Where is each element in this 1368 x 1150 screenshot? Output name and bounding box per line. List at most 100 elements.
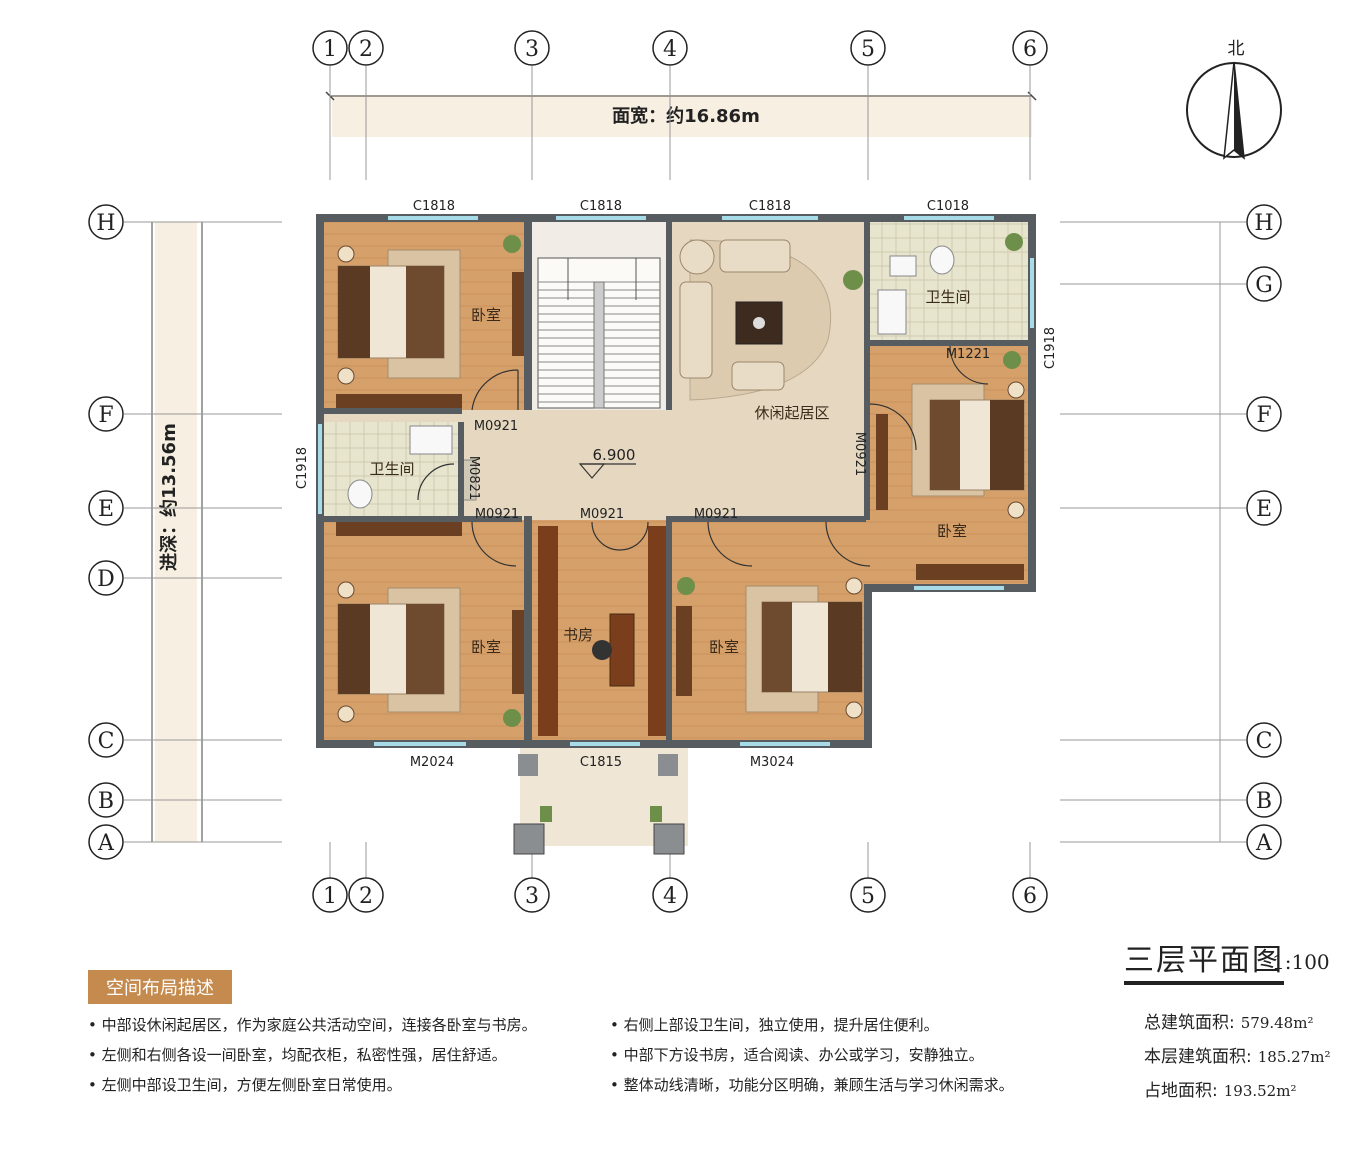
description-right-1: • 右侧上部设卫生间，独立使用，提升居住便利。 bbox=[610, 1016, 939, 1034]
label-bedroom-bottom-center: 卧室 bbox=[709, 638, 739, 656]
svg-text:H: H bbox=[96, 211, 115, 236]
svg-text:E: E bbox=[1256, 497, 1272, 522]
description-title: 空间布局描述 bbox=[88, 970, 232, 1004]
label-living: 休闲起居区 bbox=[754, 404, 829, 422]
axis-top-4: 4 bbox=[652, 30, 688, 66]
label-bedroom-right: 卧室 bbox=[937, 522, 967, 540]
bath-left-fixtures bbox=[347, 425, 477, 509]
width-label: 面宽：约16.86m bbox=[612, 105, 760, 127]
axis-bottom-3: 3 bbox=[514, 877, 550, 913]
north-label: 北 bbox=[1228, 39, 1245, 59]
code-c1918-left: C1918 bbox=[295, 447, 310, 489]
axis-right-H-0: H bbox=[1246, 204, 1282, 240]
axis-left-D-3: D bbox=[88, 560, 124, 596]
axis-left-H-0: H bbox=[88, 204, 124, 240]
description-left-2: • 左侧和右侧各设一间卧室，均配衣柜，私密性强，居住舒适。 bbox=[88, 1046, 507, 1064]
code-c1818-a: C1818 bbox=[413, 199, 455, 214]
axis-bottom-4: 4 bbox=[652, 877, 688, 913]
axis-top-5: 5 bbox=[850, 30, 886, 66]
axis-right-E-3: E bbox=[1246, 490, 1282, 526]
code-m0921-c: M0921 bbox=[580, 507, 624, 522]
axis-left-B-5: B bbox=[88, 782, 124, 818]
elevation-value: 6.900 bbox=[593, 446, 636, 464]
bed-bottom-left bbox=[336, 522, 526, 727]
code-m0921-d: M0921 bbox=[694, 507, 738, 522]
axis-right-A-6: A bbox=[1246, 824, 1282, 860]
svg-text:4: 4 bbox=[663, 884, 677, 909]
living-furniture bbox=[679, 239, 863, 401]
axis-left-F-1: F bbox=[88, 396, 124, 432]
stat-footprint-area: 占地面积:193.52m² bbox=[1144, 1076, 1296, 1101]
axis-top-2: 2 bbox=[348, 30, 384, 66]
description-left-3: • 左侧中部设卫生间，方便左侧卧室日常使用。 bbox=[88, 1076, 402, 1094]
svg-text:A: A bbox=[97, 831, 115, 856]
elevation-marker: 6.900 bbox=[578, 446, 636, 479]
svg-text:A: A bbox=[1255, 831, 1273, 856]
svg-text:F: F bbox=[98, 403, 113, 428]
balcony bbox=[513, 754, 685, 855]
svg-text:2: 2 bbox=[359, 37, 373, 62]
axis-right-B-5: B bbox=[1246, 782, 1282, 818]
label-bath-left: 卫生间 bbox=[369, 460, 414, 478]
stat-floor-area: 本层建筑面积:185.27m² bbox=[1144, 1042, 1330, 1067]
svg-text:1: 1 bbox=[323, 884, 337, 909]
stat-footprint-label: 占地面积: bbox=[1144, 1081, 1218, 1101]
bath-right-fixtures bbox=[877, 233, 1023, 335]
code-c1018: C1018 bbox=[927, 199, 969, 214]
label-bedroom-top-left: 卧室 bbox=[471, 306, 501, 324]
axis-top-1: 1 bbox=[312, 30, 348, 66]
plan-scale: 1:100 bbox=[1272, 950, 1330, 974]
svg-text:6: 6 bbox=[1023, 884, 1037, 909]
stat-total-label: 总建筑面积: bbox=[1144, 1013, 1235, 1033]
axis-top-3: 3 bbox=[514, 30, 550, 66]
staircase bbox=[537, 257, 661, 409]
plan-title: 三层平面图 bbox=[1124, 935, 1284, 985]
svg-text:B: B bbox=[1256, 789, 1272, 814]
svg-text:D: D bbox=[97, 567, 115, 592]
depth-label: 进深：约13.56m bbox=[158, 423, 180, 571]
svg-text:B: B bbox=[98, 789, 114, 814]
depth-dimension: 进深：约13.56m bbox=[151, 222, 203, 842]
svg-text:4: 4 bbox=[663, 37, 677, 62]
axis-left-A-6: A bbox=[88, 824, 124, 860]
svg-text:1: 1 bbox=[323, 37, 337, 62]
axis-right-F-2: F bbox=[1246, 396, 1282, 432]
bed-right bbox=[876, 351, 1025, 580]
axis-left-C-4: C bbox=[88, 722, 124, 758]
svg-text:H: H bbox=[1254, 211, 1273, 236]
svg-text:2: 2 bbox=[359, 884, 373, 909]
svg-text:5: 5 bbox=[861, 884, 875, 909]
code-m3024: M3024 bbox=[750, 755, 794, 770]
code-m1221: M1221 bbox=[946, 347, 990, 362]
svg-text:C: C bbox=[98, 729, 115, 754]
svg-text:3: 3 bbox=[525, 884, 539, 909]
stat-total-area: 总建筑面积: 579.48m² bbox=[1144, 1008, 1313, 1033]
code-c1818-b: C1818 bbox=[580, 199, 622, 214]
code-m0821: M0821 bbox=[466, 456, 481, 500]
study-furniture bbox=[538, 526, 666, 736]
layout-description: 空间布局描述 • 中部设休闲起居区，作为家庭公共活动空间，连接各卧室与书房。 •… bbox=[88, 970, 1088, 1120]
code-c1918-right: C1918 bbox=[1043, 327, 1058, 369]
svg-text:6: 6 bbox=[1023, 37, 1037, 62]
stat-floor-label: 本层建筑面积: bbox=[1144, 1047, 1252, 1067]
axis-right-G-1: G bbox=[1246, 266, 1282, 302]
label-bath-right: 卫生间 bbox=[925, 288, 970, 306]
axis-bottom-5: 5 bbox=[850, 877, 886, 913]
description-right-2: • 中部下方设书房，适合阅读、办公或学习，安静独立。 bbox=[610, 1046, 984, 1064]
windows bbox=[318, 216, 1034, 746]
axis-top-6: 6 bbox=[1012, 30, 1048, 66]
code-m0921-right: M0921 bbox=[852, 432, 867, 476]
svg-text:G: G bbox=[1255, 273, 1273, 298]
code-m2024: M2024 bbox=[410, 755, 454, 770]
svg-text:F: F bbox=[1256, 403, 1271, 428]
width-dimension: 面宽：约16.86m bbox=[325, 91, 1037, 137]
axis-bottom-6: 6 bbox=[1012, 877, 1048, 913]
plan-body: 6.900 卧室 卫生间 卫生间 休闲起居区 卧室 卧室 书房 卧室 C1818… bbox=[295, 199, 1058, 855]
label-bedroom-bottom-left: 卧室 bbox=[471, 638, 501, 656]
axis-bottom-1: 1 bbox=[312, 877, 348, 913]
stat-total-value: 579.48m² bbox=[1240, 1014, 1314, 1032]
code-c1815: C1815 bbox=[580, 755, 622, 770]
description-right-3: • 整体动线清晰，功能分区明确，兼顾生活与学习休闲需求。 bbox=[610, 1076, 1014, 1094]
